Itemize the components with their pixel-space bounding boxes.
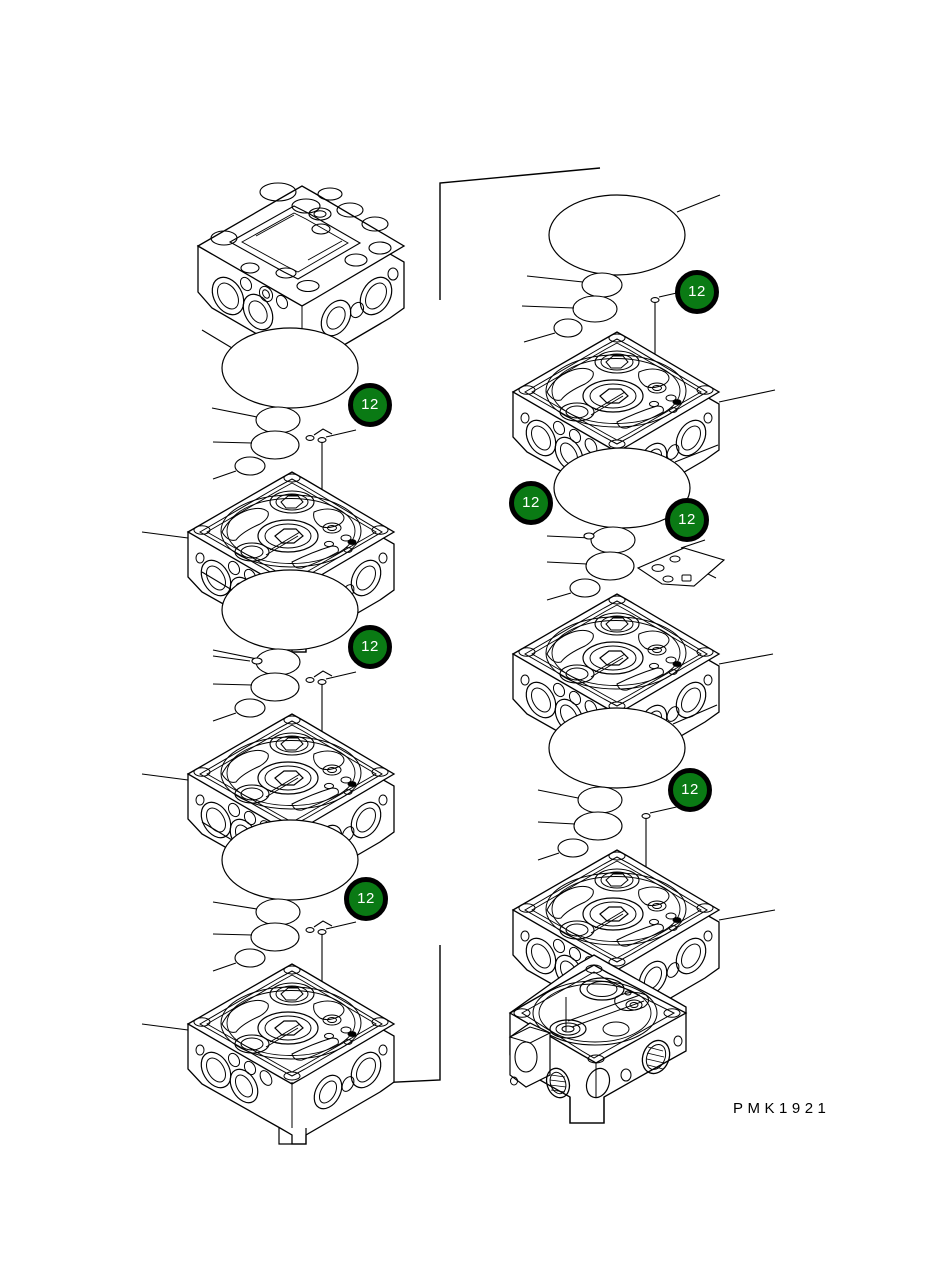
callout-badge-12-4[interactable]: 12 bbox=[665, 498, 709, 542]
o-ring-tiny bbox=[557, 838, 589, 858]
o-ring-small bbox=[585, 551, 635, 581]
large-diaphragm bbox=[221, 819, 359, 901]
large-diaphragm bbox=[221, 569, 359, 651]
callout-badge-12-6[interactable]: 12 bbox=[668, 768, 712, 812]
exploded-valve-head-right-3 bbox=[512, 704, 776, 1031]
o-ring-marker bbox=[251, 657, 263, 665]
o-ring-tiny bbox=[569, 578, 601, 598]
exploded-valve-head-right-2-with-plate bbox=[512, 444, 774, 775]
drawing-number-caption: PMK1921 bbox=[733, 1100, 831, 1117]
callout-badge-12-3[interactable]: 12 bbox=[509, 481, 553, 525]
group-bracket-upper-right bbox=[439, 167, 601, 300]
o-ring-marker bbox=[583, 532, 595, 540]
exploded-valve-head-left-2 bbox=[141, 569, 395, 895]
o-ring-small bbox=[250, 430, 300, 460]
large-diaphragm bbox=[548, 194, 686, 276]
o-ring-tiny bbox=[234, 456, 266, 476]
o-ring-small bbox=[572, 295, 618, 323]
orifice-plate bbox=[637, 547, 725, 587]
exploded-valve-head-right-1 bbox=[512, 194, 776, 513]
callout-badge-12-5[interactable]: 12 bbox=[348, 625, 392, 669]
o-ring-medium bbox=[581, 272, 623, 298]
o-ring-tiny bbox=[553, 318, 583, 338]
large-diaphragm bbox=[221, 327, 359, 409]
large-diaphragm bbox=[548, 707, 686, 789]
exploded-valve-head-left-3 bbox=[141, 819, 395, 1145]
exploded-valve-head-left-1 bbox=[141, 327, 395, 653]
o-ring-small bbox=[250, 922, 300, 952]
o-ring-tiny bbox=[234, 698, 266, 718]
o-ring-medium bbox=[255, 648, 301, 676]
o-ring-small bbox=[250, 672, 300, 702]
callout-badge-12-1[interactable]: 12 bbox=[675, 270, 719, 314]
callout-badge-12-7[interactable]: 12 bbox=[344, 877, 388, 921]
o-ring-small bbox=[573, 811, 623, 841]
o-ring-medium bbox=[590, 526, 636, 554]
o-ring-medium bbox=[255, 898, 301, 926]
o-ring-medium bbox=[255, 406, 301, 434]
callout-badge-12-2[interactable]: 12 bbox=[348, 383, 392, 427]
o-ring-tiny bbox=[234, 948, 266, 968]
o-ring-medium bbox=[577, 786, 623, 814]
